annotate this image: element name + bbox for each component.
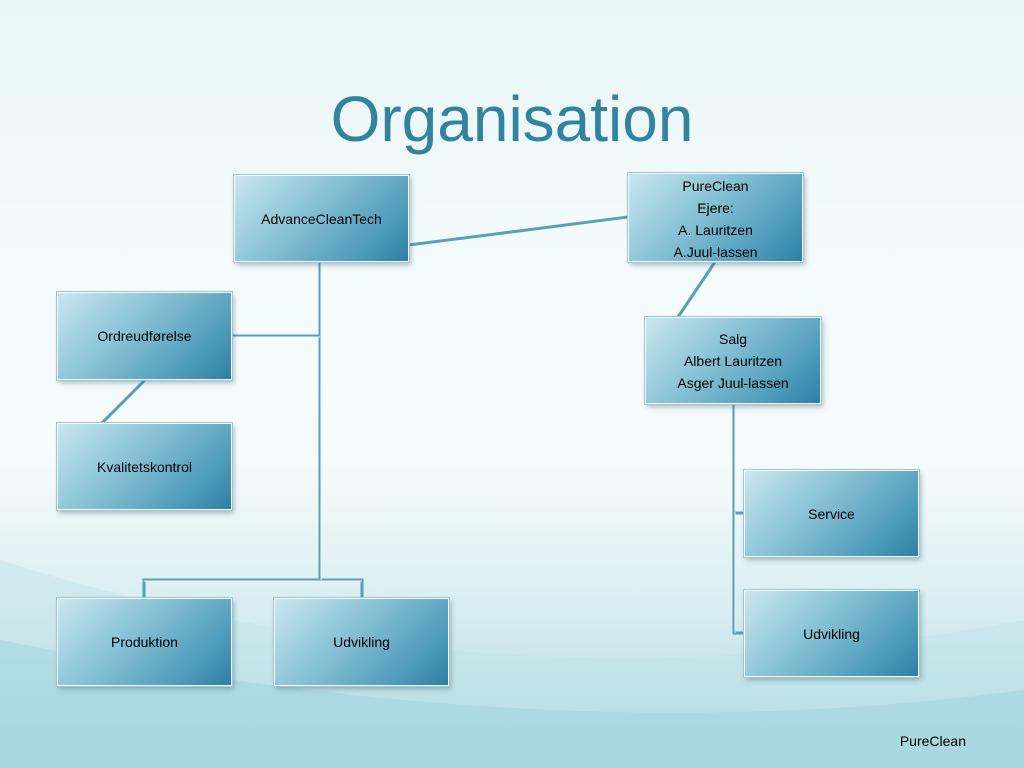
- node-udvikling-right[interactable]: Udvikling: [744, 590, 919, 677]
- node-label: Kvalitetskontrol: [97, 459, 192, 475]
- page-title: Organisation: [330, 83, 694, 155]
- node-pureclean[interactable]: PureClean Ejere: A. Lauritzen A.Juul-las…: [628, 173, 803, 262]
- node-produktion[interactable]: Produktion: [57, 598, 232, 686]
- node-label: Produktion: [111, 634, 178, 650]
- node-advancecleantech[interactable]: AdvanceCleanTech: [234, 175, 409, 262]
- node-label: Asger Juul-lassen: [677, 374, 789, 391]
- node-label: A. Lauritzen: [678, 222, 753, 238]
- node-label: A.Juul-lassen: [673, 244, 758, 260]
- node-label: PureClean: [682, 178, 749, 194]
- node-service[interactable]: Service: [744, 470, 919, 557]
- node-label: AdvanceCleanTech: [261, 211, 382, 227]
- node-label: Udvikling: [333, 634, 390, 650]
- node-kvalitetskontrol[interactable]: Kvalitetskontrol: [57, 423, 232, 510]
- footer-label: PureClean: [899, 733, 966, 749]
- node-udvikling-left[interactable]: Udvikling: [274, 598, 449, 686]
- node-label: Ordreudførelse: [97, 328, 192, 344]
- node-label: Salg: [718, 330, 748, 347]
- node-label: Albert Lauritzen: [683, 352, 783, 369]
- node-label: Ejere:: [697, 200, 734, 216]
- node-label: Service: [808, 505, 855, 522]
- node-ordreudforelse[interactable]: Ordreudførelse: [57, 292, 232, 380]
- node-salg[interactable]: Salg Albert Lauritzen Asger Juul-lassen: [645, 317, 821, 404]
- node-label: Udvikling: [803, 626, 860, 642]
